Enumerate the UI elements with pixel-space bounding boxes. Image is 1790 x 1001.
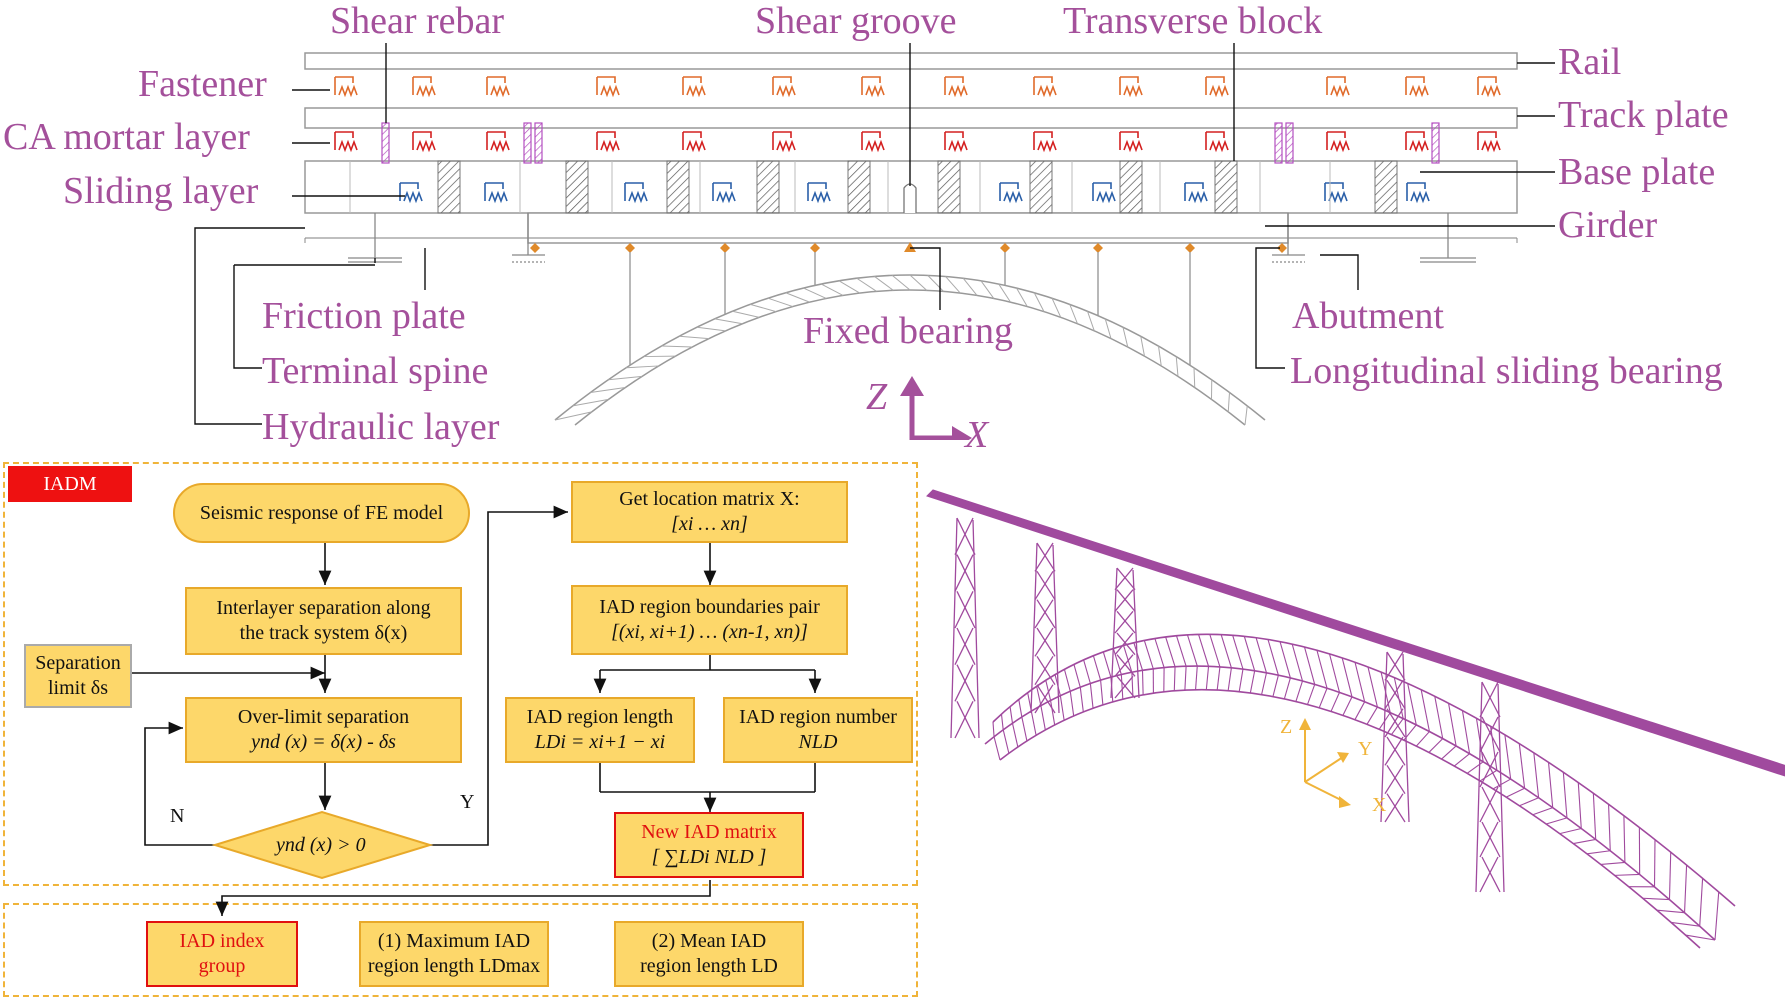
yes-label: Y bbox=[460, 791, 475, 813]
label-terminal-spine: Terminal spine bbox=[262, 350, 489, 392]
axis-arrows-3d bbox=[1299, 718, 1351, 808]
axis3d-z-label: Z bbox=[1280, 716, 1293, 738]
label-base-plate: Base plate bbox=[1558, 151, 1716, 193]
label-ca-mortar: CA mortar layer bbox=[3, 116, 250, 158]
rail-layer bbox=[304, 52, 1518, 70]
terminal-spine-right bbox=[1420, 213, 1476, 263]
label-transverse-block: Transverse block bbox=[1063, 0, 1323, 42]
abutment-supports bbox=[512, 213, 1305, 263]
decision-diamond bbox=[211, 810, 434, 880]
iad-index-group-box: IAD index group bbox=[146, 921, 298, 987]
label-rail: Rail bbox=[1558, 41, 1622, 83]
decision-label: ynd (x) > 0 bbox=[276, 834, 366, 856]
region-number-box: IAD region number NLD bbox=[723, 697, 913, 763]
start-node: Seismic response of FE model bbox=[173, 483, 470, 543]
flowchart-connectors bbox=[130, 505, 822, 916]
iadm-tag: IADM bbox=[8, 466, 132, 502]
fastener-springs bbox=[334, 76, 1501, 98]
iad-index-panel bbox=[3, 903, 918, 997]
label-longitudinal-bearing: Longitudinal sliding bearing bbox=[1290, 350, 1723, 392]
label-sliding-layer: Sliding layer bbox=[63, 170, 259, 212]
arch-truss bbox=[554, 274, 1266, 426]
label-shear-rebar: Shear rebar bbox=[330, 0, 505, 42]
ca-mortar-springs bbox=[334, 131, 1501, 153]
transverse-blocks bbox=[349, 160, 1398, 214]
axis-x-label: X bbox=[965, 414, 989, 456]
label-fastener: Fastener bbox=[138, 63, 267, 105]
new-iad-matrix-box: New IAD matrix [ ∑LDi NLD ] bbox=[614, 812, 804, 878]
interlayer-formula: the track system δ(x) bbox=[239, 622, 408, 644]
no-label: N bbox=[170, 805, 185, 827]
sliding-layer-springs bbox=[399, 182, 1430, 204]
track-plate-layer bbox=[304, 107, 1518, 129]
label-girder: Girder bbox=[1558, 204, 1658, 246]
fe-model-3d bbox=[926, 489, 1785, 949]
spandrel-columns bbox=[629, 252, 1191, 366]
axis3d-y-label: Y bbox=[1358, 738, 1373, 760]
deck-3d bbox=[926, 489, 1785, 777]
piers-3d bbox=[950, 517, 1505, 893]
label-fixed-bearing: Fixed bearing bbox=[803, 310, 1014, 352]
label-abutment: Abutment bbox=[1292, 295, 1444, 337]
shear-rebars bbox=[381, 122, 1440, 164]
location-matrix-box: Get location matrix X: [xi … xn] bbox=[571, 481, 848, 543]
interlayer-separation-box: Interlayer separation along the track sy… bbox=[185, 587, 462, 655]
overlimit-separation-box: Over-limit separation ynd (x) = δ(x) - δ… bbox=[185, 697, 462, 763]
label-track-plate: Track plate bbox=[1558, 94, 1729, 136]
iadm-panel bbox=[3, 462, 918, 886]
axis-arrows-2d bbox=[900, 376, 972, 440]
leader-lines bbox=[194, 43, 1555, 425]
mean-iad-box: (2) Mean IAD region length LD bbox=[614, 921, 804, 987]
shear-groove bbox=[903, 183, 917, 213]
bearings bbox=[530, 242, 1287, 253]
axis3d-x-label: X bbox=[1372, 794, 1387, 816]
region-boundaries-box: IAD region boundaries pair [(xi, xi+1) …… bbox=[571, 585, 848, 655]
label-friction-plate: Friction plate bbox=[262, 295, 466, 337]
label-shear-groove: Shear groove bbox=[755, 0, 957, 42]
separation-limit-box: Separation limit δs bbox=[24, 644, 132, 708]
bridge-elevation-diagram bbox=[194, 43, 1555, 440]
label-hydraulic-layer: Hydraulic layer bbox=[262, 406, 500, 448]
max-iad-box: (1) Maximum IAD region length LDmax bbox=[359, 921, 549, 987]
axis-z-label: Z bbox=[866, 376, 888, 418]
region-length-box: IAD region length LDi = xi+1 − xi bbox=[505, 697, 695, 763]
